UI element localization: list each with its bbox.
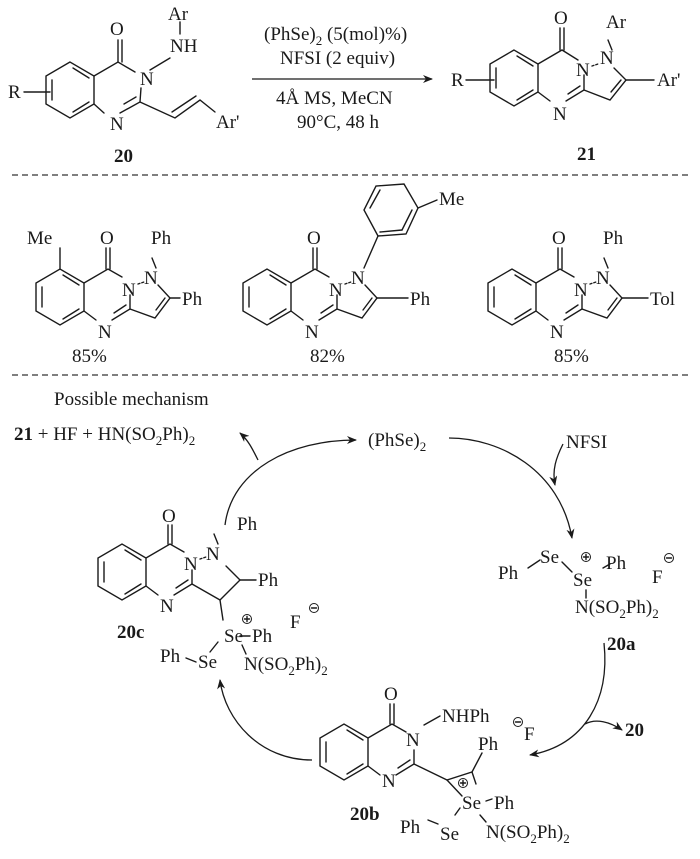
example-3-yield: 85% [554,346,589,367]
r-substituent: R [8,82,21,103]
cycle-arrow-to-20b [529,642,606,758]
oxygen-atom: O [552,228,566,249]
tolyl-label: Tol [650,289,675,310]
phenyl-label: Ph [258,570,279,591]
reactant-20 [23,21,216,119]
mechanism-title: Possible mechanism [54,389,209,410]
r-substituent: R [451,70,464,91]
compound-label-20: 20 [114,146,133,167]
intermediate-20b [319,703,523,825]
cycle-arrow-to-20a [448,437,575,539]
condition-temperature-time: 90°C, 48 h [297,112,380,133]
substrate-20: 20 [625,720,644,741]
nitrogen-atom: N [98,322,112,343]
oxygen-atom: O [100,228,114,249]
selenium-atom: Se [540,547,559,568]
condition-nfsi: NFSI (2 equiv) [280,48,395,69]
aryl-prime-label: Ar' [657,70,680,91]
intermediate-label-20c: 20c [117,622,144,643]
oxygen-atom: O [384,684,398,705]
nitrogen-atom: N [160,596,174,617]
nitrogen-atom: N [184,554,198,575]
selenium-atom: Se [440,824,459,845]
fluoride-anion: F [652,567,663,588]
phenyl-label: Ph [151,228,172,249]
catalyst-diphenyl-diselenide: (PhSe)2 [368,430,426,454]
phenyl-label: Ph [494,793,515,814]
example-1-yield: 85% [72,346,107,367]
example-2-structure [242,183,438,326]
sulfonimide-group: N(SO2Ph)2 [575,597,659,621]
aryl-label: Ar [168,4,189,25]
selenium-cation: Se [573,570,592,591]
cycle-arrow-to-catalyst [224,436,357,526]
phenyl-label: Ph [237,514,258,535]
selenium-cation: Se [224,626,243,647]
nitrogen-atom: N [576,60,590,81]
phenyl-label: Ph [400,817,421,838]
condition-catalyst: (PhSe)2 (5(mol)%) [264,24,407,48]
nitrogen-atom: N [574,280,588,301]
nitrogen-atom: N [550,322,564,343]
oxygen-atom: O [307,228,321,249]
nitrogen-atom: N [406,730,420,751]
nitrogen-atom: N [144,268,158,289]
nitrogen-atom: N [553,104,567,125]
sulfonimide-group: N(SO2Ph)2 [486,822,570,846]
nfsi-addition-arrow [549,443,564,486]
cycle-arrow-to-20c [217,679,313,761]
methyl-label: Me [439,189,464,210]
example-1-structure [35,247,181,326]
phenyl-label: Ph [498,563,519,584]
fluoride-anion: F [290,612,301,633]
selenium-cation: Se [462,793,481,814]
phenyl-label: Ph [182,289,203,310]
nh-label: NH [170,36,198,57]
sulfonimide-group: N(SO2Ph)2 [244,654,328,678]
aryl-label: Ar [606,12,627,33]
product-21 [465,27,655,107]
byproduct-release-arrow [239,432,259,461]
nitrogen-atom: N [329,280,343,301]
fluoride-anion: F [524,724,535,745]
nitrogen-atom: N [110,114,124,135]
nitrogen-atom: N [206,544,220,565]
phenyl-label: Ph [603,228,624,249]
byproducts: 21 + HF + HN(SO2Ph)2 [14,424,195,448]
phenyl-label: Ph [478,734,499,755]
methyl-label: Me [27,228,52,249]
nhph-label: NHPh [442,706,490,727]
nitrogen-atom: N [140,69,154,90]
oxygen-atom: O [110,19,124,40]
example-2-yield: 82% [310,346,345,367]
substrate-addition-arrow [584,720,623,731]
intermediate-label-20a: 20a [607,634,636,655]
nitrogen-atom: N [600,48,614,69]
phenyl-label: Ph [410,289,431,310]
oxygen-atom: O [554,8,568,29]
nitrogen-atom: N [351,268,365,289]
aryl-prime-label: Ar' [216,112,239,133]
reagent-nfsi: NFSI [566,432,607,453]
nitrogen-atom: N [382,771,396,792]
example-3-structure [487,247,649,326]
oxygen-atom: O [162,506,176,527]
compound-label-21: 21 [577,144,596,165]
selenium-atom: Se [198,652,217,673]
condition-solvent: 4Å MS, MeCN [276,88,393,109]
phenyl-label: Ph [606,553,627,574]
intermediate-20c [97,524,319,663]
nitrogen-atom: N [596,268,610,289]
nitrogen-atom: N [122,280,136,301]
nitrogen-atom: N [305,322,319,343]
intermediate-20a [527,552,674,599]
intermediate-label-20b: 20b [350,804,380,825]
phenyl-label: Ph [160,646,181,667]
phenyl-label: Ph [252,626,273,647]
